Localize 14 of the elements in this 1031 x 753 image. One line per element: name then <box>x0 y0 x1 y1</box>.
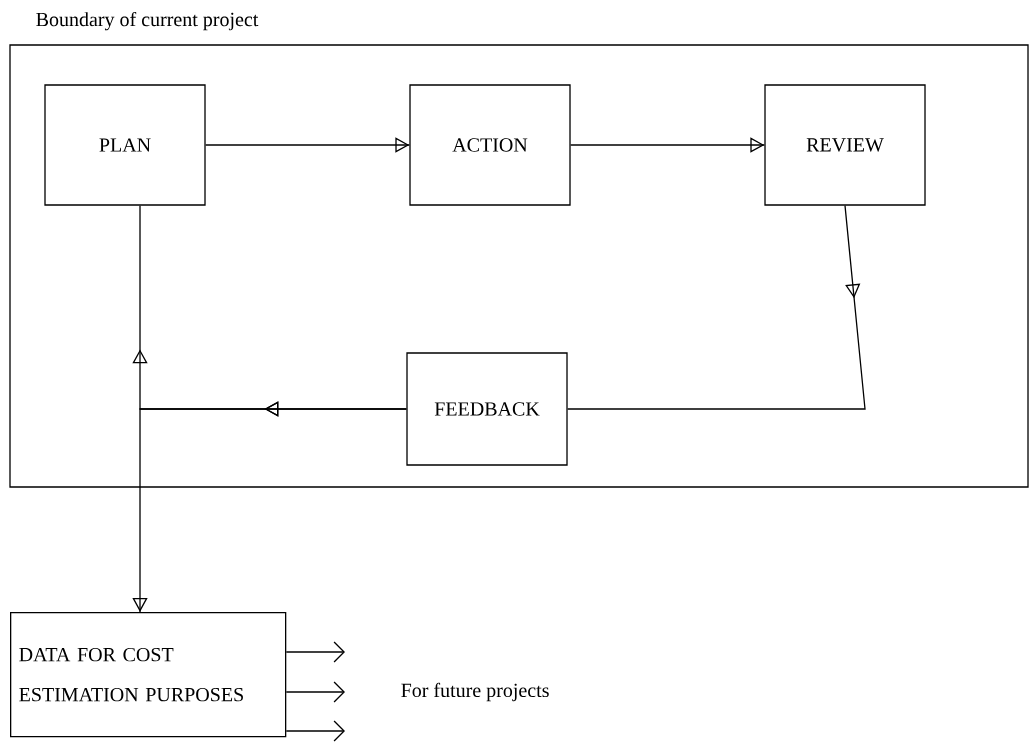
data-box: DATA FOR COST ESTIMATION PURPOSES <box>10 612 287 738</box>
process-box: ACTION <box>409 84 571 206</box>
process-box: FEEDBACK <box>406 352 568 466</box>
node-label: Boundary of current project <box>36 11 259 31</box>
arrow <box>132 401 407 613</box>
arrow <box>570 137 765 153</box>
arrow <box>205 137 410 153</box>
process-box: REVIEW <box>764 84 926 206</box>
process-box: PLAN <box>44 84 206 206</box>
arrow <box>285 641 345 663</box>
arrow <box>285 720 345 742</box>
arrow <box>567 205 866 410</box>
note-text: For future projects <box>401 682 549 702</box>
arrow <box>285 681 345 703</box>
